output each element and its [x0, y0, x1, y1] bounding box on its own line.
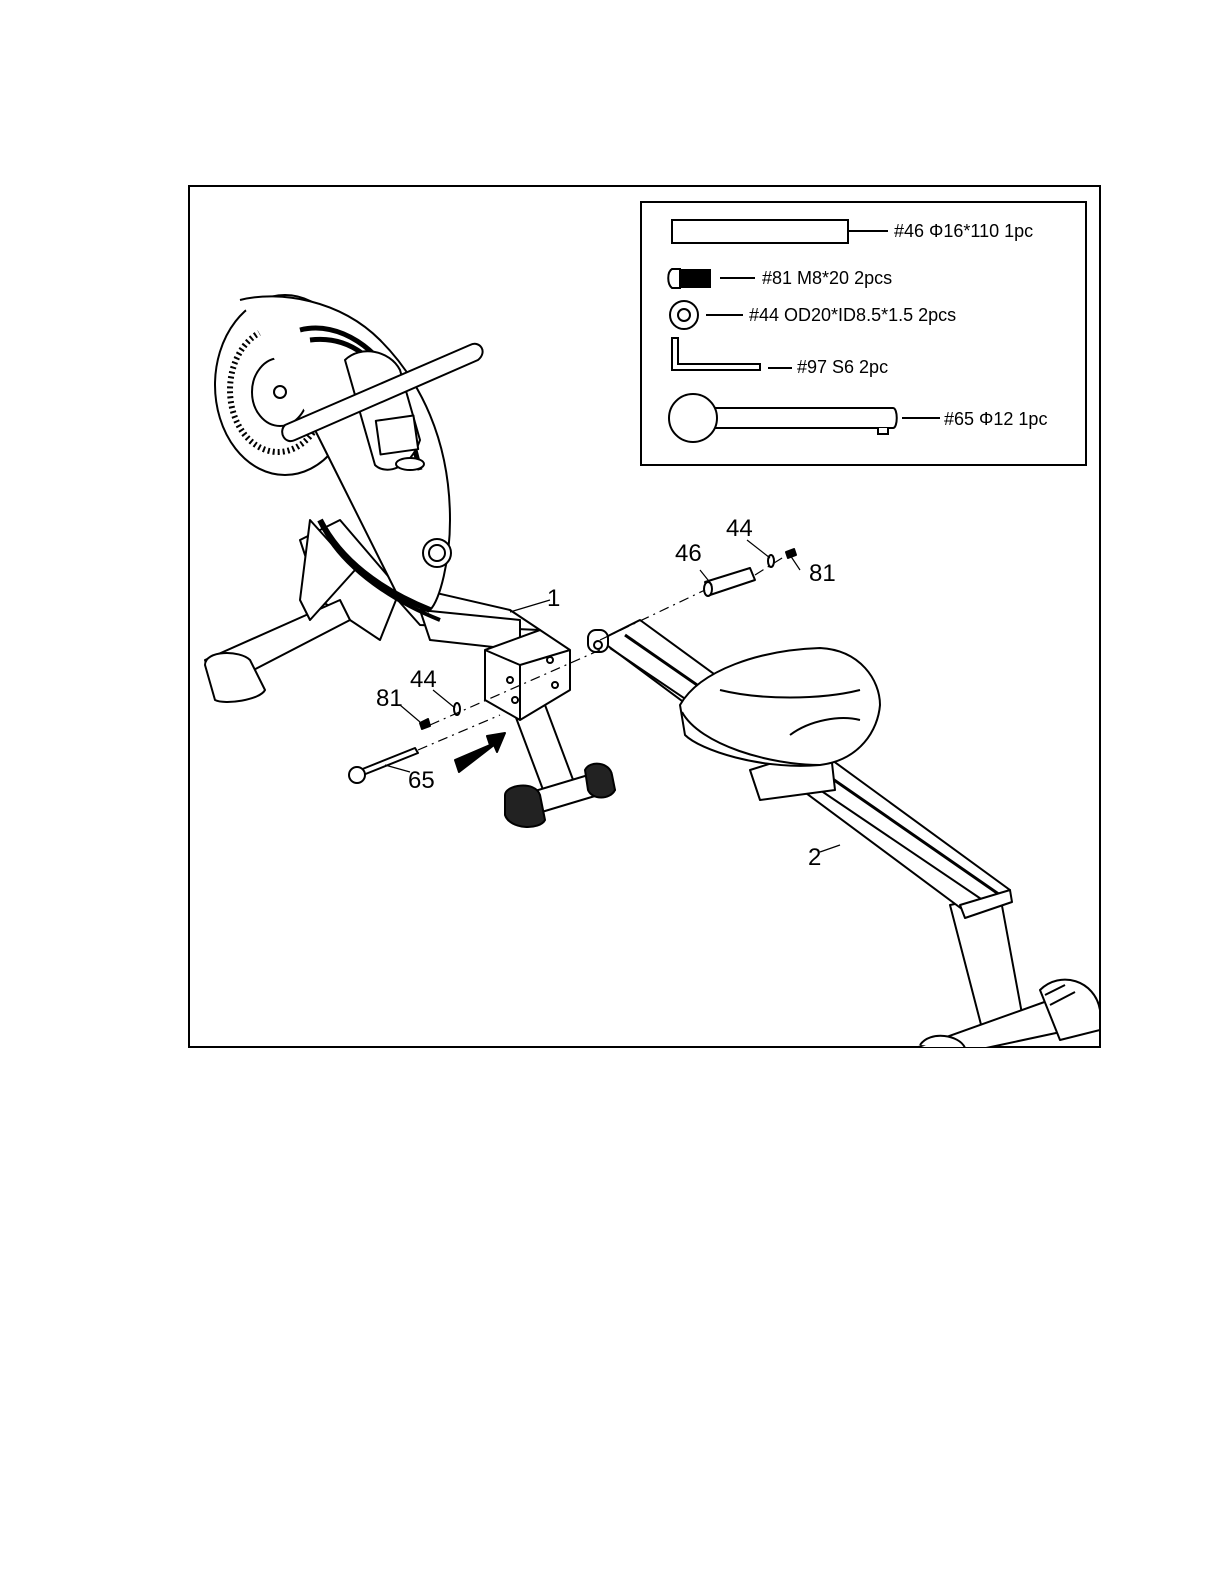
- hardware-item-97: #97 S6 2pc: [797, 357, 888, 377]
- bar-icon: [672, 220, 888, 243]
- hardware-item-65: #65 Φ12 1pc: [944, 409, 1047, 429]
- hardware-item-81: #81 M8*20 2pcs: [762, 268, 892, 288]
- pin-knob-icon: [669, 394, 940, 442]
- hardware-item-46: #46 Φ16*110 1pc: [894, 221, 1033, 241]
- hardware-item-44: #44 OD20*ID8.5*1.5 2pcs: [749, 305, 956, 325]
- bolt-icon: [668, 269, 755, 288]
- washer-icon: [670, 301, 743, 329]
- allen-wrench-icon: [672, 338, 792, 370]
